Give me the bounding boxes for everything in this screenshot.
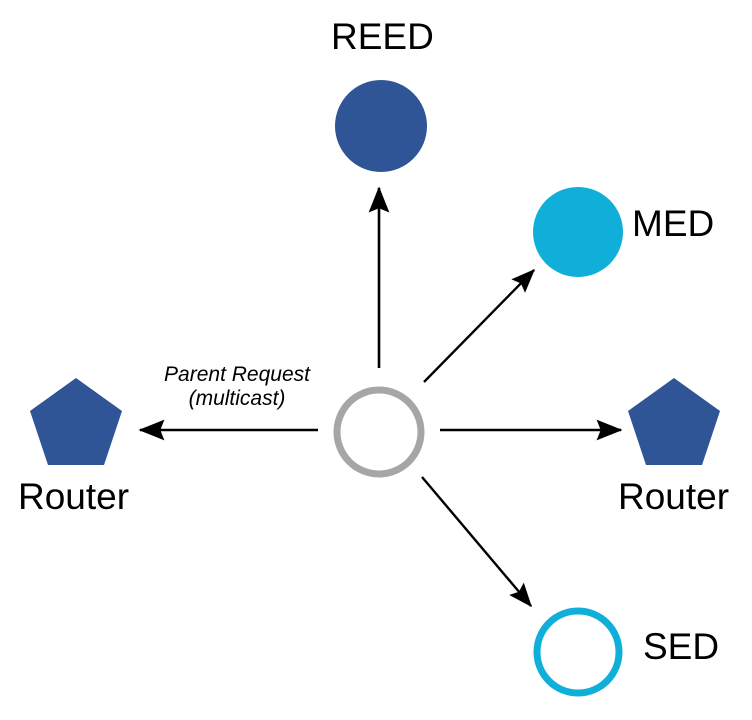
node-origin bbox=[333, 386, 425, 478]
node-reed bbox=[335, 80, 427, 172]
edge-label-parent-request: Parent Request (multicast) bbox=[151, 363, 323, 411]
edge-to-sed bbox=[421, 476, 532, 608]
node-label-reed: REED bbox=[331, 16, 434, 57]
edge-to-med bbox=[423, 268, 536, 383]
node-label-router-right: Router bbox=[618, 476, 730, 517]
node-sed bbox=[533, 607, 623, 697]
edge-label-parent-request-line2: (multicast) bbox=[188, 387, 286, 410]
node-router-right bbox=[628, 378, 720, 465]
node-router-left bbox=[30, 378, 122, 465]
edge-label-parent-request-line1: Parent Request bbox=[164, 363, 310, 386]
node-label-sed: SED bbox=[643, 626, 720, 667]
node-label-router-left: Router bbox=[18, 476, 130, 517]
node-med bbox=[533, 187, 623, 277]
node-label-med: MED bbox=[632, 203, 715, 244]
